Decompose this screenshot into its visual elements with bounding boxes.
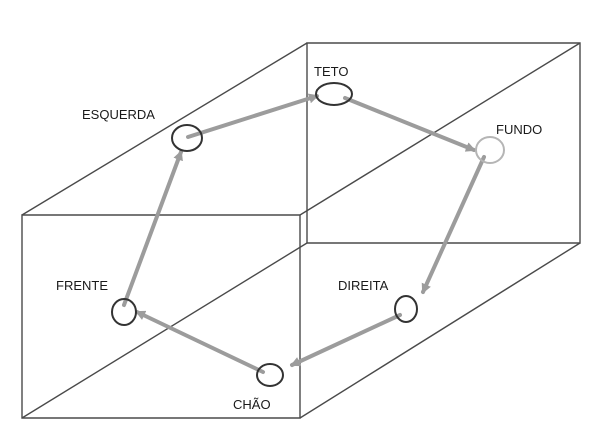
arrow-fundo-to-direita: [421, 155, 486, 294]
cube-front-face: [21, 214, 301, 419]
node-rings: [111, 82, 505, 387]
ring-frente: [111, 298, 137, 326]
ring-fundo: [475, 136, 505, 164]
cube-edge-top-right: [299, 42, 581, 216]
cube-wireframe: [21, 42, 581, 419]
arrow-chao-to-frente: [135, 310, 265, 374]
arrow-teto-to-fundo: [343, 96, 476, 152]
label-frente: FRENTE: [56, 278, 108, 293]
label-direita: DIREITA: [338, 278, 389, 293]
label-chao: CHÃO: [233, 397, 271, 412]
label-esquerda: ESQUERDA: [82, 107, 155, 122]
rotation-path: [122, 93, 486, 374]
ring-esquerda: [171, 124, 203, 152]
node-labels: TETO FUNDO DIREITA CHÃO FRENTE ESQUERDA: [56, 64, 542, 412]
arrow-esquerda-to-teto: [186, 93, 319, 139]
cube-edge-bottom-right: [299, 242, 581, 419]
arrow-direita-to-chao: [290, 313, 402, 367]
cube-edge-top-left: [21, 42, 308, 216]
ring-chao: [256, 363, 284, 387]
cube-edge-bottom-left: [21, 242, 308, 419]
ring-direita: [394, 295, 418, 323]
ring-teto: [315, 82, 353, 106]
label-teto: TETO: [314, 64, 348, 79]
arrow-frente-to-esquerda: [122, 150, 183, 307]
label-fundo: FUNDO: [496, 122, 542, 137]
